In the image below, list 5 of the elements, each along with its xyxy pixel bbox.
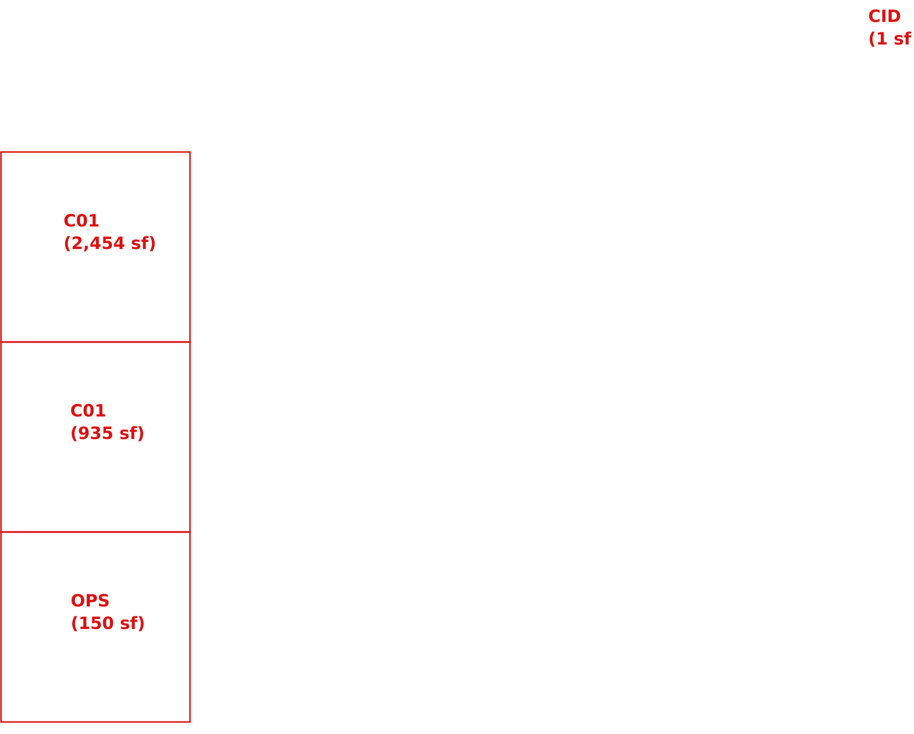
area-label: (1 sf xyxy=(870,32,912,47)
room-box: C01 (935 sf) xyxy=(0,341,191,533)
room-label: CID xyxy=(869,9,900,22)
room-box: OPS (150 sf) xyxy=(0,531,191,723)
room-box: C01 (2,454 sf) xyxy=(0,151,191,343)
